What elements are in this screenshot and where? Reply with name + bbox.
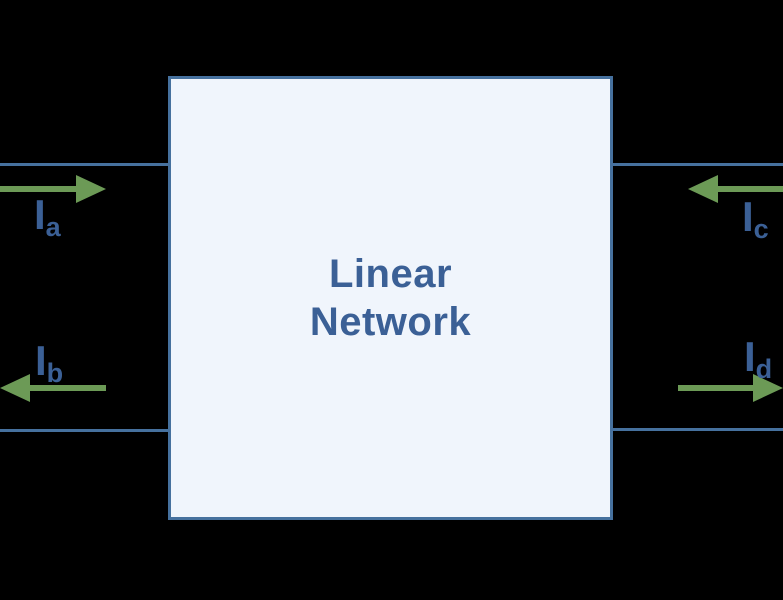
network-title: Linear Network: [310, 250, 471, 346]
arrow-shaft: [0, 186, 80, 192]
current-label-id: Id: [744, 336, 772, 390]
current-symbol: I: [744, 333, 756, 380]
arrow-head: [0, 374, 30, 402]
wire-left-top: [0, 163, 169, 166]
arrow-shaft: [678, 385, 757, 391]
current-subscript: b: [46, 358, 64, 388]
arrow-head: [76, 175, 106, 203]
current-arrow-left-icon-ib: [0, 374, 106, 402]
wire-right-top: [612, 163, 783, 166]
arrow-head: [753, 374, 783, 402]
current-label-ia: Ia: [34, 194, 61, 248]
current-subscript: c: [753, 214, 769, 244]
current-symbol: I: [34, 191, 46, 238]
current-symbol: I: [35, 337, 47, 384]
arrow-shaft: [26, 385, 106, 391]
current-subscript: a: [45, 212, 61, 242]
current-label-ic: Ic: [742, 196, 769, 250]
linear-network-box: Linear Network: [168, 76, 613, 520]
current-subscript: d: [755, 354, 773, 384]
wire-left-bottom: [0, 429, 169, 432]
wire-right-bottom: [612, 428, 783, 431]
current-symbol: I: [742, 193, 754, 240]
network-title-line1: Linear: [328, 252, 453, 296]
current-arrow-right-icon-ia: [0, 175, 106, 203]
arrow-shaft: [714, 186, 783, 192]
current-arrow-left-icon-ic: [688, 175, 783, 203]
current-label-ib: Ib: [35, 340, 63, 394]
arrow-head: [688, 175, 718, 203]
network-title-line2: Network: [309, 300, 472, 344]
current-arrow-right-icon-id: [678, 374, 783, 402]
